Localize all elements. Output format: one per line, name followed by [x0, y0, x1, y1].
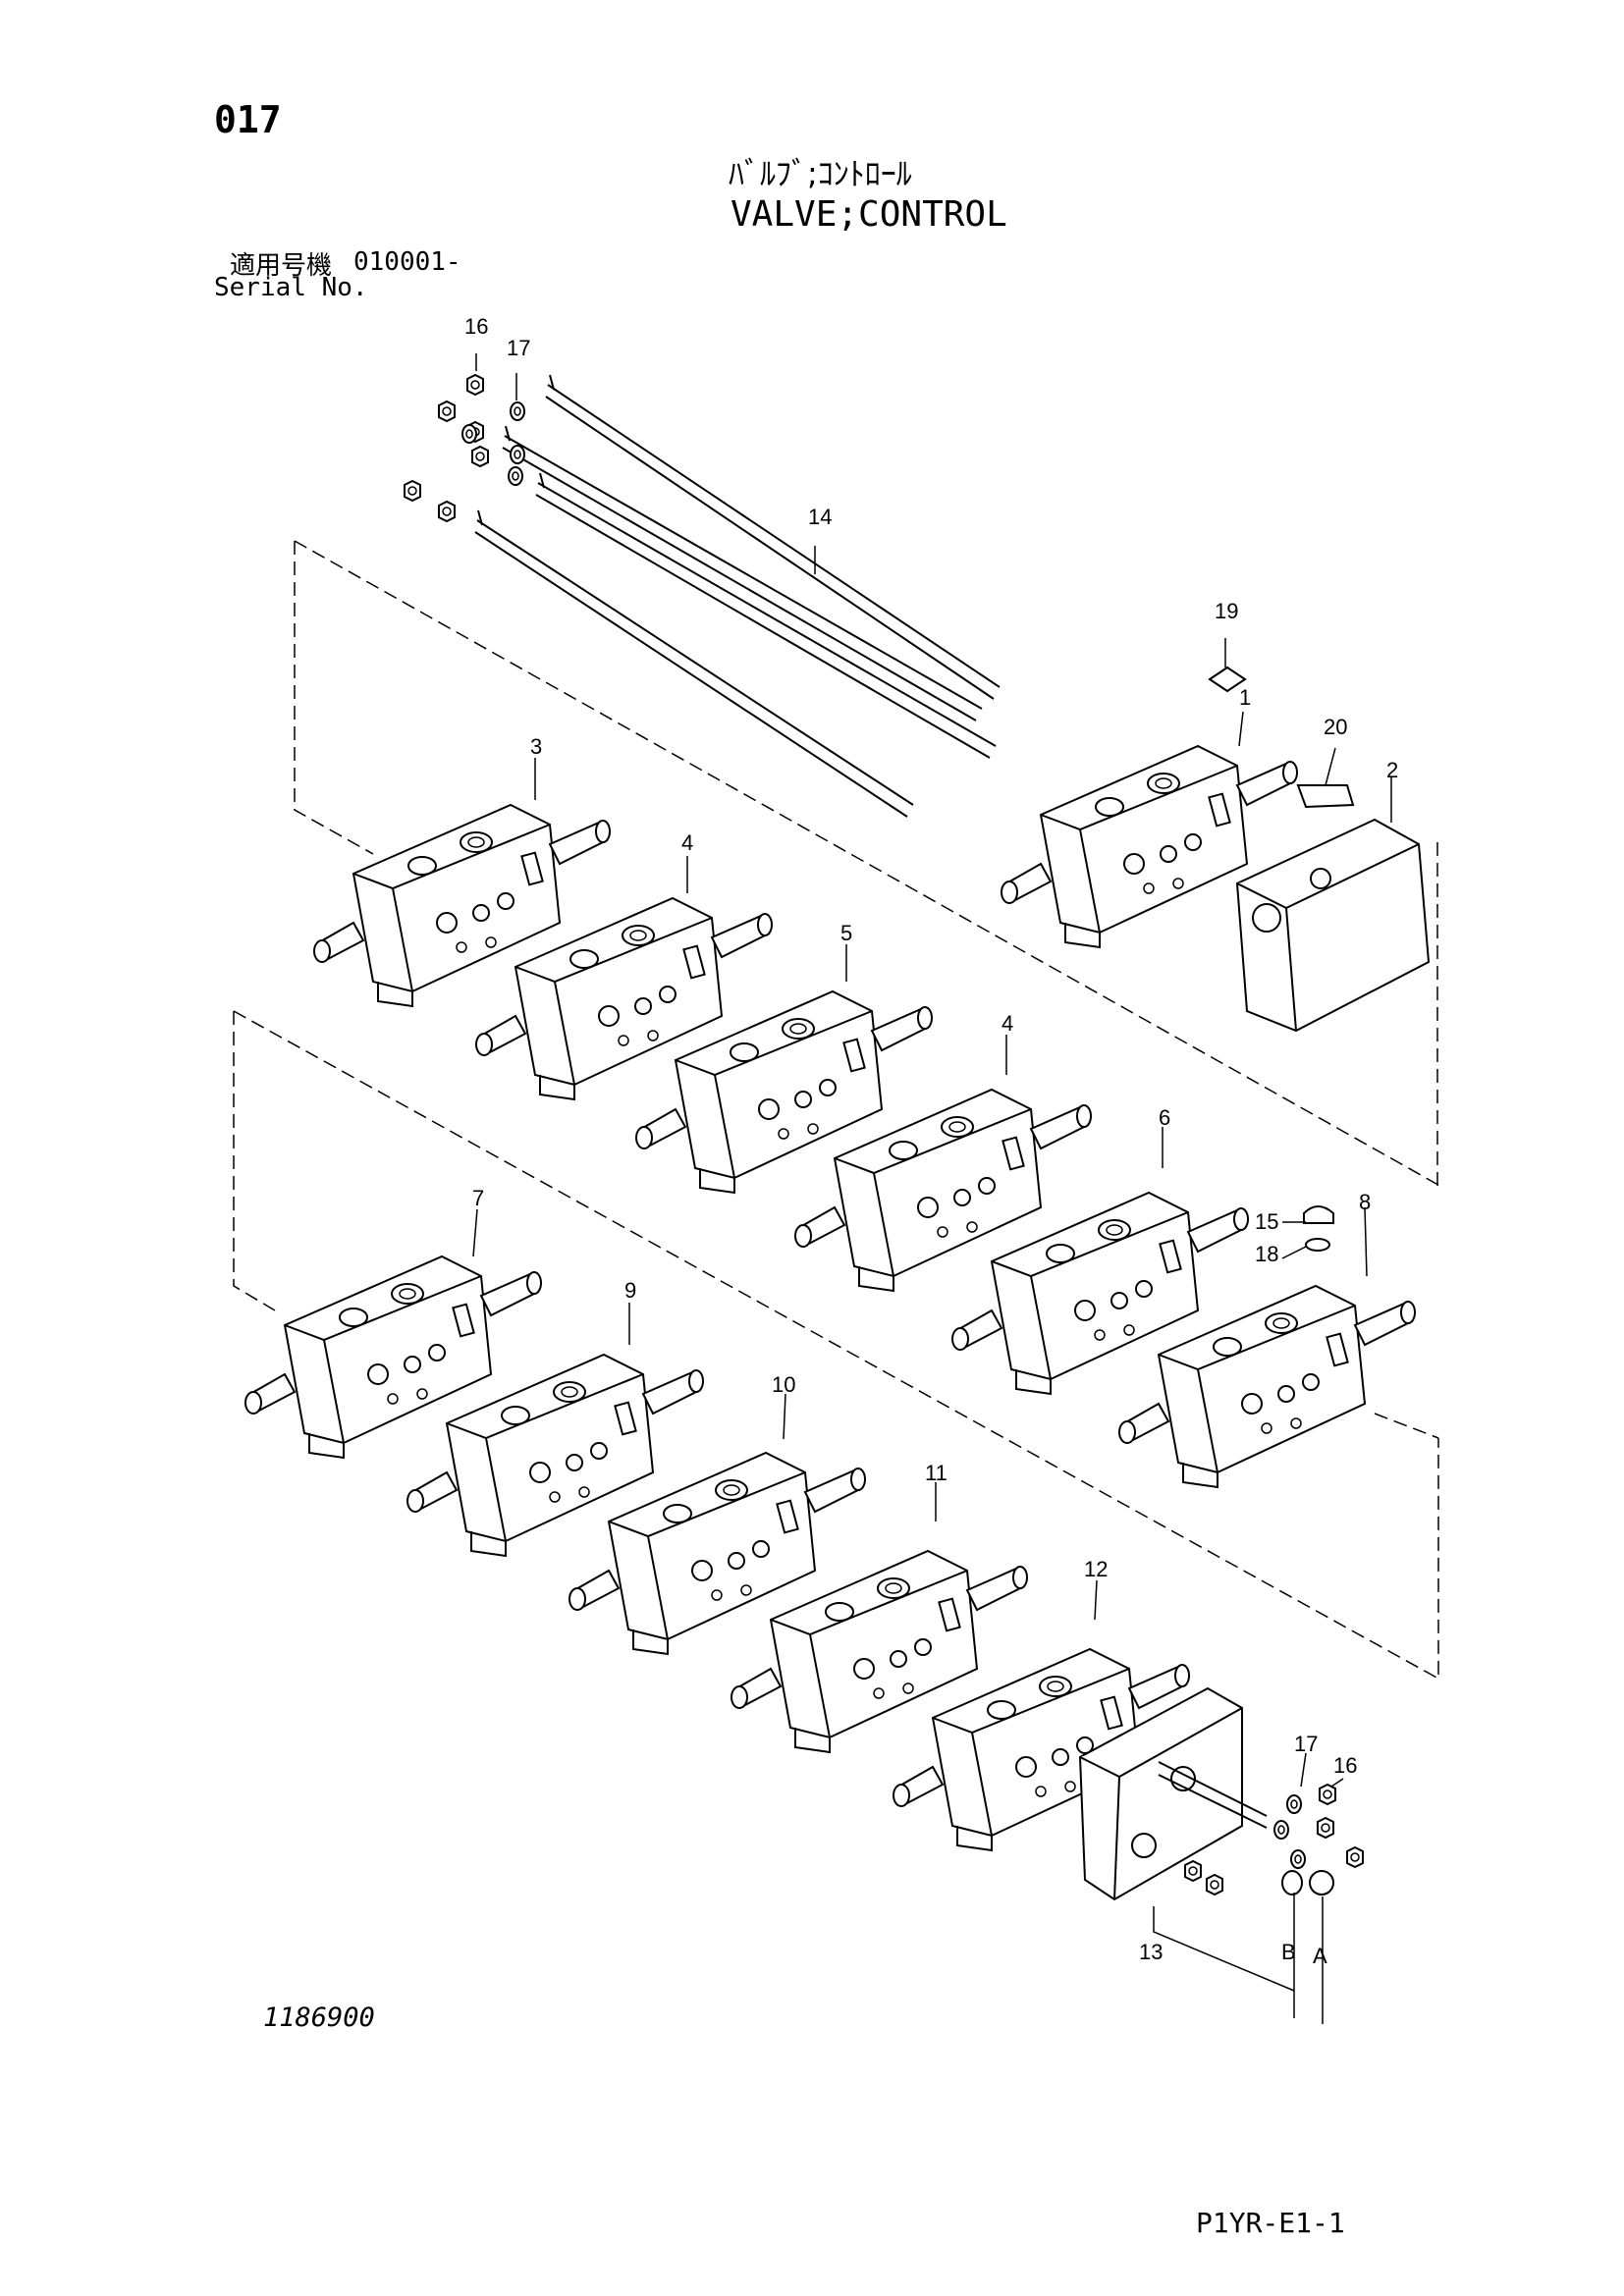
callout-label: 15 [1255, 1209, 1278, 1234]
page-title-japanese: ﾊﾞﾙﾌﾞ;ｺﾝﾄﾛｰﾙ [729, 155, 912, 192]
serial-label: Serial No. [214, 273, 368, 302]
end-block-13 [1078, 1686, 1268, 1901]
callout-label: 19 [1215, 599, 1238, 623]
callout-label: 11 [925, 1461, 947, 1485]
drawing-number: 1186900 [263, 2002, 375, 2033]
page-number: 017 [214, 98, 282, 141]
callout-label: 13 [1139, 1940, 1163, 1964]
callout-label: 17 [507, 336, 530, 360]
callout-labels: 16 17 14 19 1 20 2 3 4 5 4 6 15 8 18 7 9… [464, 314, 1398, 1968]
end-hardware [1184, 1784, 1364, 1896]
callout-label: 2 [1386, 758, 1398, 782]
callout-label: 4 [1001, 1011, 1013, 1036]
plug-parts [1208, 666, 1355, 1252]
callout-label: A [1313, 1944, 1327, 1968]
callout-label: 6 [1159, 1105, 1170, 1130]
callout-label: 16 [464, 314, 488, 339]
callout-label: 4 [681, 830, 693, 855]
callout-label: 10 [772, 1372, 795, 1397]
callout-label: 17 [1294, 1732, 1318, 1756]
callout-label: 14 [808, 505, 832, 529]
callout-label: 16 [1333, 1753, 1357, 1778]
serial-label-japanese: 適用号機 [230, 251, 333, 281]
callout-label: B [1281, 1940, 1296, 1964]
tie-rods [474, 374, 1001, 818]
dashed-assembly-lines [233, 540, 1444, 1681]
callout-label: 8 [1359, 1190, 1371, 1214]
end-block-2 [1235, 818, 1431, 1033]
callout-label: 9 [624, 1278, 636, 1303]
callout-label: 5 [840, 921, 852, 945]
serial-value: 010001- [353, 247, 461, 277]
page-title: VALVE;CONTROL [731, 194, 1007, 235]
callout-label: 20 [1324, 715, 1347, 739]
callout-label: 1 [1239, 685, 1251, 710]
callout-label: 18 [1255, 1242, 1278, 1266]
rod-nuts [404, 374, 525, 522]
leader-lines [472, 353, 1392, 2024]
callout-label: 12 [1084, 1557, 1108, 1581]
page-code: P1YR-E1-1 [1196, 2207, 1345, 2239]
callout-label: 7 [472, 1186, 484, 1210]
callout-label: 3 [530, 734, 542, 759]
